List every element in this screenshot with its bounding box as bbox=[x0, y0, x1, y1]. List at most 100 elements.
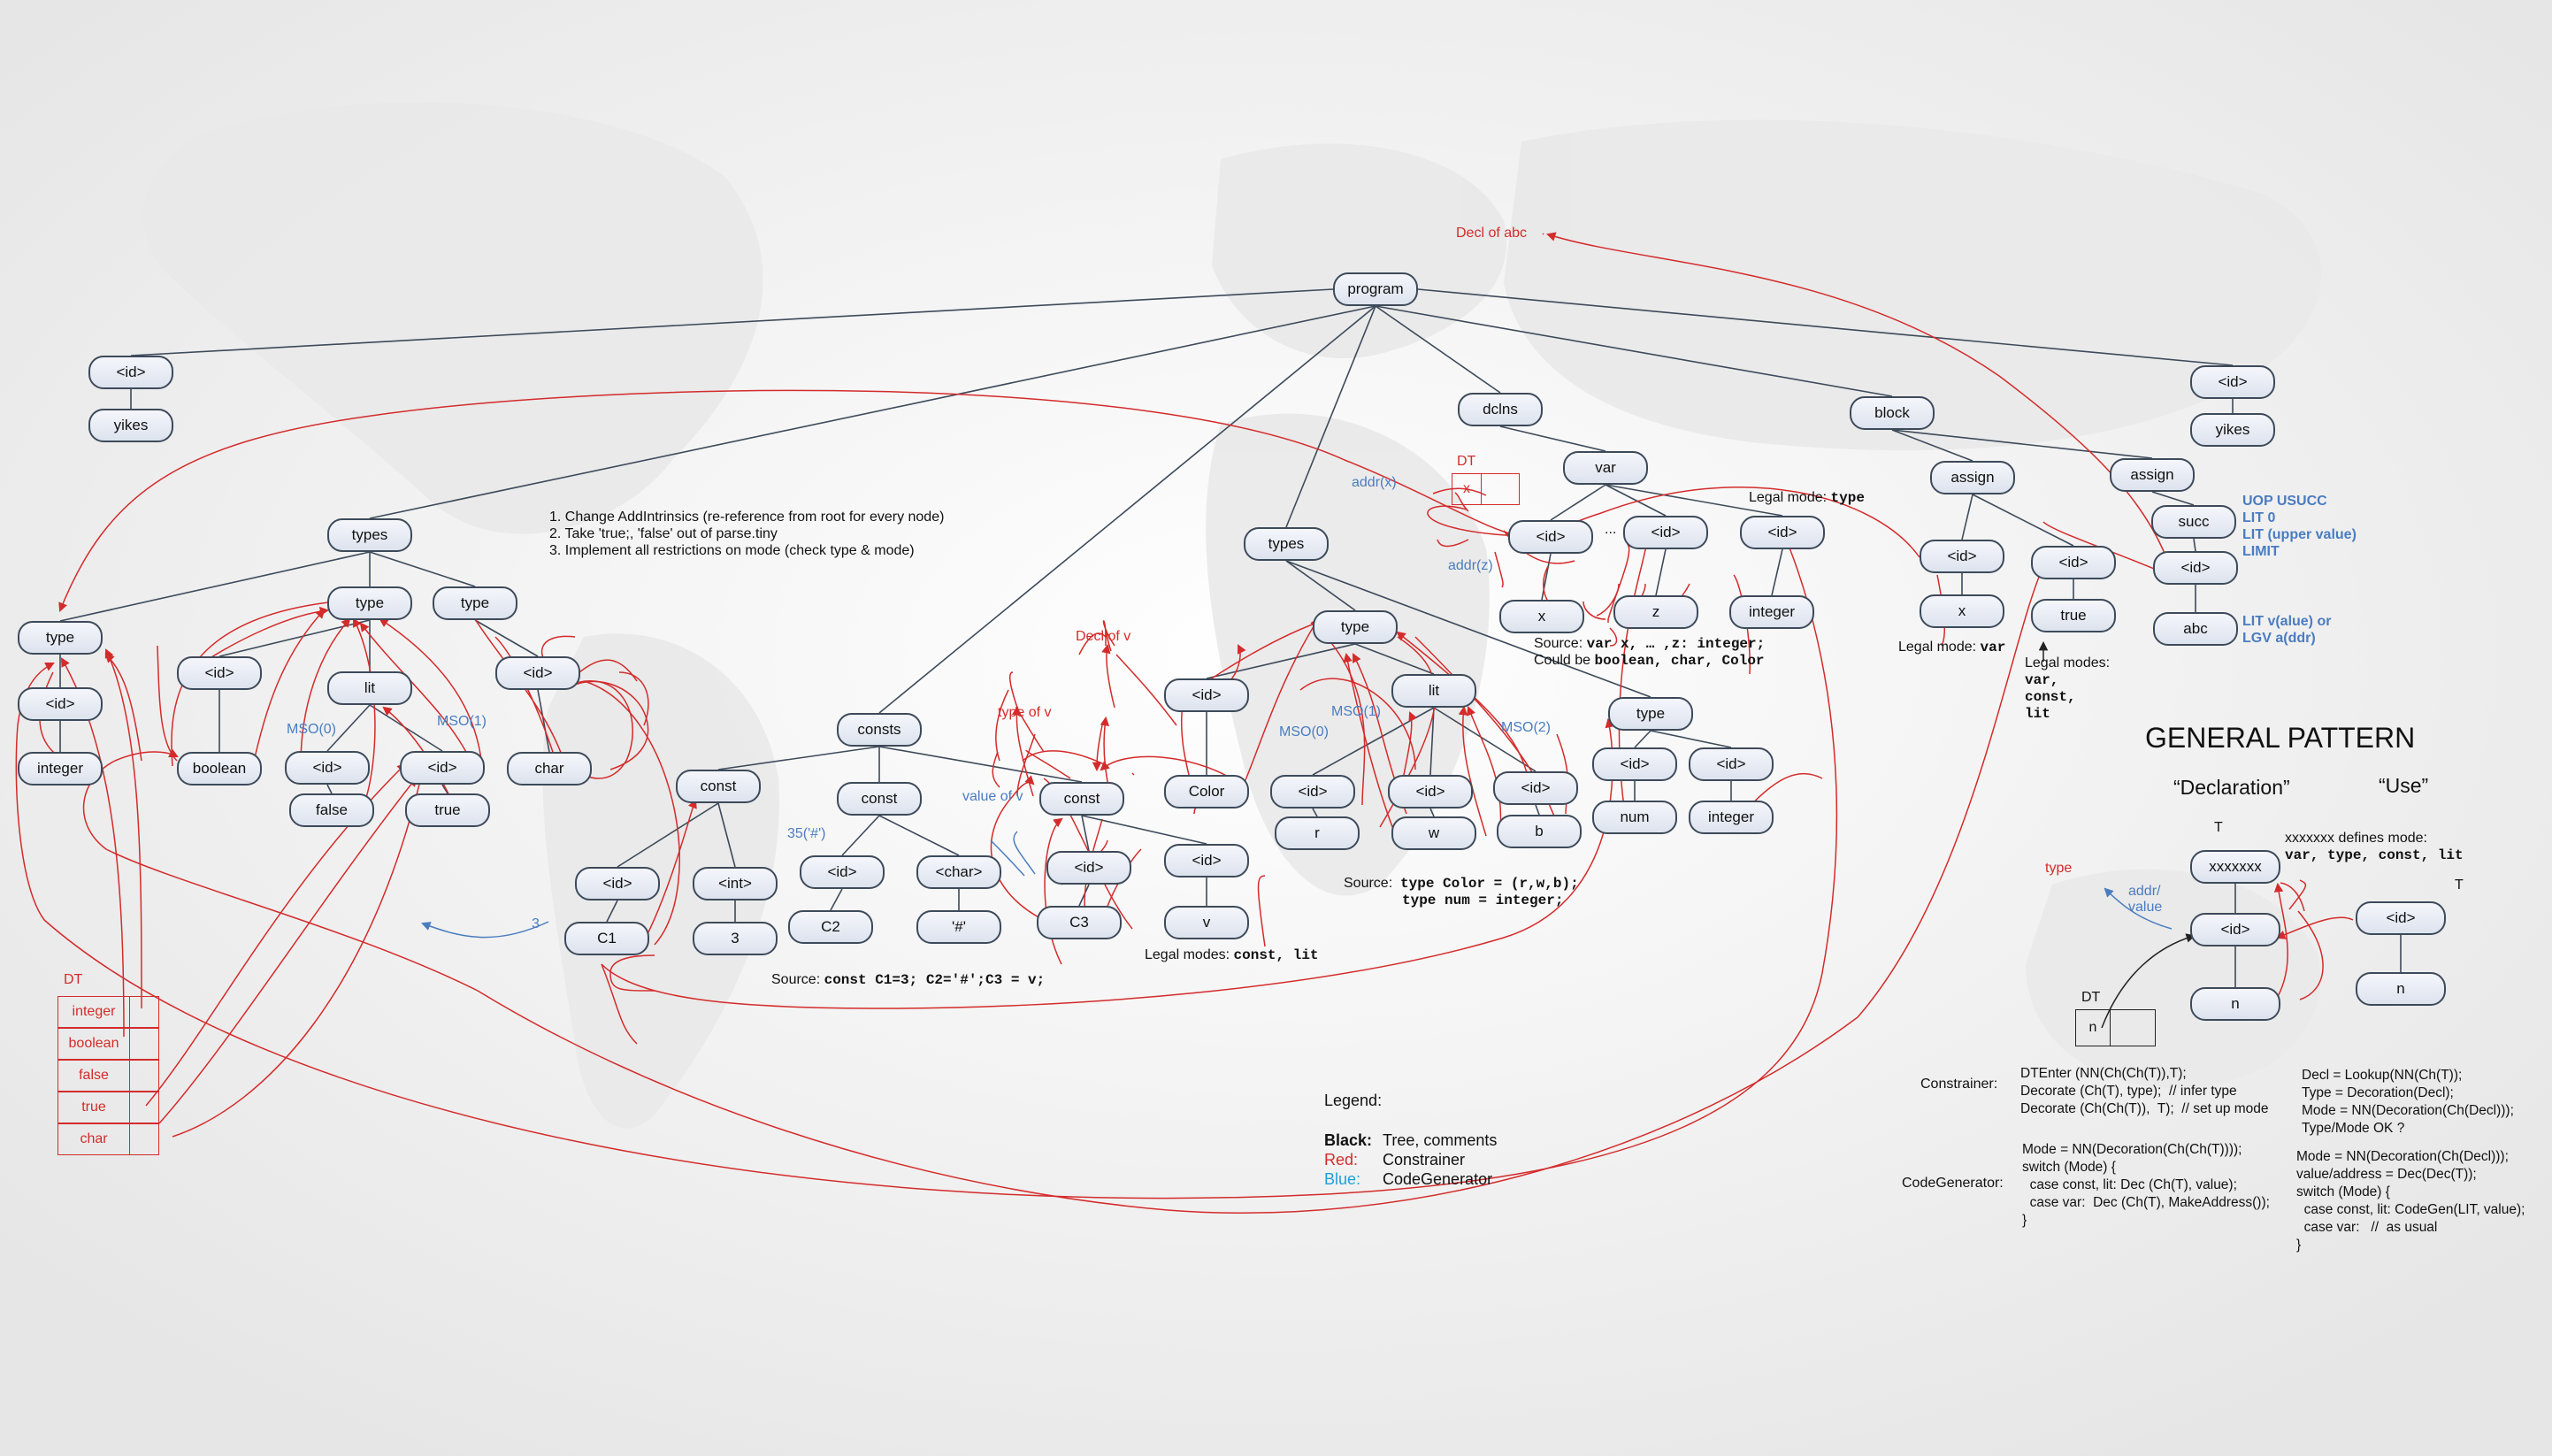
mso0-label-a: MSO(0) bbox=[287, 722, 336, 737]
tree-edge bbox=[474, 619, 539, 657]
pattern-T-decl: T bbox=[2214, 820, 2223, 835]
node-id-v: <id> bbox=[1164, 844, 1249, 877]
node-id-b: <id> bbox=[1493, 771, 1578, 805]
dt-row-integer-ref bbox=[129, 996, 159, 1028]
tree-edge bbox=[1655, 548, 1667, 596]
node-lit-middle: lit bbox=[1391, 674, 1476, 708]
tree-edge bbox=[1206, 643, 1356, 679]
tree-edge bbox=[1891, 429, 2153, 459]
node-pattern-id: <id> bbox=[2190, 913, 2280, 946]
dt-row-true: true bbox=[57, 1092, 130, 1123]
node-dclns: dclns bbox=[1458, 393, 1543, 426]
node-yikes-right: yikes bbox=[2190, 413, 2275, 447]
tree-edge bbox=[537, 689, 550, 753]
lgv-addr-label: LGV a(ddr) bbox=[2242, 631, 2316, 646]
source-type-prefix: Source: bbox=[1344, 876, 1393, 891]
node-yikes-main: yikes bbox=[88, 409, 173, 442]
node-integer-right: integer bbox=[1689, 801, 1774, 834]
lit-upper-label: LIT (upper value) bbox=[2242, 527, 2357, 542]
tree-edge bbox=[326, 784, 333, 794]
legend-black-value: Tree, comments bbox=[1383, 1131, 1498, 1149]
tree-edge bbox=[1429, 808, 1435, 817]
node-num: num bbox=[1592, 801, 1677, 834]
tree-edge bbox=[326, 704, 371, 752]
mso1-label-a: MSO(1) bbox=[437, 714, 487, 729]
node-w: w bbox=[1391, 816, 1476, 850]
tree-edge bbox=[606, 900, 618, 923]
codegen-use-code: Mode = NN(Decoration(Ch(Decl))); value/a… bbox=[2296, 1149, 2525, 1253]
addr-z-label: addr(z) bbox=[1448, 558, 1493, 573]
could-be-value: boolean, char, Color bbox=[1594, 653, 1765, 669]
node-id-w: <id> bbox=[1388, 775, 1473, 808]
dt-row-char-ref bbox=[129, 1123, 159, 1155]
source-const-code: const C1=3; C2='#';C3 = v; bbox=[824, 972, 1046, 988]
node-c1: C1 bbox=[564, 922, 649, 955]
source-type-code-1: type Color = (r,w,b); bbox=[1400, 876, 1579, 892]
node-types-middle: types bbox=[1244, 527, 1329, 561]
node-id-right: <id> bbox=[2190, 365, 2275, 399]
tree-edge bbox=[1961, 494, 1973, 540]
gp-dt-n-cell: n bbox=[2075, 1009, 2111, 1046]
node-program: program bbox=[1333, 272, 1418, 306]
node-id-x-assign: <id> bbox=[1920, 540, 2004, 573]
tree-edge bbox=[830, 888, 843, 911]
node-id-true-assign: <id> bbox=[2031, 546, 2116, 579]
source-const: Source: const C1=3; C2='#';C3 = v; bbox=[771, 971, 1045, 989]
gp-dt-empty-cell bbox=[2110, 1009, 2156, 1046]
pattern-addr-label: addr/ bbox=[2128, 884, 2161, 899]
constrainer-decl-code: DTEnter (NN(Ch(Ch(T)),T); Decorate (Ch(T… bbox=[2020, 1066, 2269, 1116]
tree-edge bbox=[1081, 815, 1090, 852]
node-id-abc: <id> bbox=[2153, 551, 2238, 585]
legend-red-key: Red: bbox=[1324, 1151, 1359, 1169]
dt-row-integer: integer bbox=[57, 996, 130, 1028]
use-heading: “Use” bbox=[2379, 774, 2429, 797]
tree-edge bbox=[1375, 305, 1893, 397]
dt-row-char: char bbox=[57, 1123, 130, 1155]
pattern-value-label: value bbox=[2128, 900, 2163, 915]
dt-var-empty-cell bbox=[1481, 473, 1520, 505]
legal-modes-var: var, bbox=[2025, 672, 2059, 688]
node-b: b bbox=[1497, 815, 1582, 848]
lit-0-label: LIT 0 bbox=[2242, 510, 2276, 525]
tree-edge bbox=[1433, 707, 1537, 772]
codegen-decl-code: Mode = NN(Decoration(Ch(Ch(T)))); switch… bbox=[2022, 1142, 2270, 1228]
todo-item-1: 1. Change AddIntrinsics (re-reference fr… bbox=[549, 510, 945, 525]
dt-row-false: false bbox=[57, 1060, 130, 1092]
could-be: Could be boolean, char, Color bbox=[1534, 652, 1765, 670]
tree-edge bbox=[1417, 288, 2234, 366]
legal-mode-type: Legal mode: type bbox=[1749, 489, 1865, 507]
could-be-prefix: Could be bbox=[1534, 653, 1591, 668]
node-false: false bbox=[289, 793, 374, 827]
legal-mode-var-value: var bbox=[1980, 640, 2006, 655]
decl-of-abc-label: Decl of abc bbox=[1456, 226, 1528, 241]
node-assign-1: assign bbox=[1930, 461, 2015, 494]
node-id-c2: <id> bbox=[800, 855, 885, 889]
tree-edge bbox=[617, 802, 719, 868]
node-z: z bbox=[1613, 595, 1698, 629]
source-const-prefix: Source: bbox=[771, 972, 821, 987]
node-id-x: <id> bbox=[1508, 520, 1593, 554]
node-integer-var: integer bbox=[1729, 595, 1814, 629]
legal-mode-type-prefix: Legal mode: bbox=[1749, 490, 1828, 505]
node-pattern-use-id: <id> bbox=[2356, 901, 2446, 935]
general-pattern-title: GENERAL PATTERN bbox=[2145, 722, 2416, 754]
node-char-literal: <char> bbox=[916, 855, 1001, 889]
tree-edge bbox=[1634, 730, 1652, 748]
decl-of-v-label: Decl of v bbox=[1076, 629, 1131, 644]
node-pattern-decl: xxxxxxx bbox=[2190, 850, 2280, 884]
tree-edge bbox=[1285, 560, 1652, 698]
legal-modes-const-prefix: Legal modes: bbox=[1145, 947, 1230, 962]
tree-edge bbox=[369, 551, 476, 587]
node-id-integer: <id> bbox=[1689, 747, 1774, 781]
node-id-a: <id> bbox=[18, 687, 103, 721]
hash-arrow-label: 35('#') bbox=[787, 826, 826, 841]
node-id-main: <id> bbox=[88, 356, 173, 389]
dt-var-title: DT bbox=[1457, 454, 1476, 469]
node-id-integer-var: <id> bbox=[1740, 516, 1825, 549]
constrainer-label: Constrainer: bbox=[1920, 1077, 1998, 1092]
gp-dt-title: DT bbox=[2081, 990, 2101, 1005]
declaration-heading: “Declaration” bbox=[2173, 776, 2290, 799]
node-v: v bbox=[1164, 906, 1249, 939]
legal-modes-title: Legal modes: bbox=[2025, 655, 2111, 671]
